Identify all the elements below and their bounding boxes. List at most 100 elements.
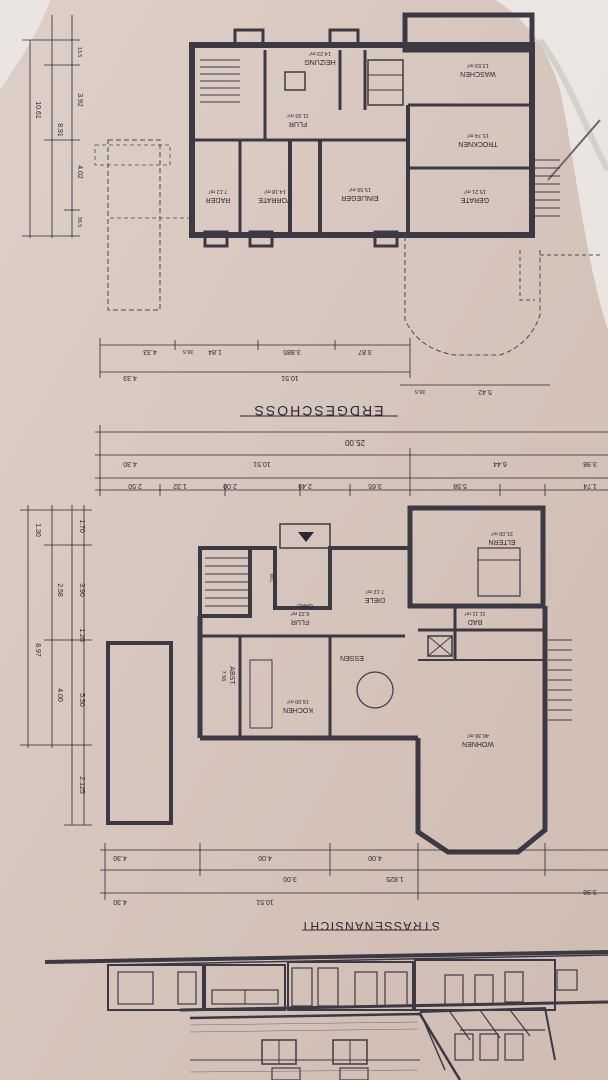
lower-bottom-dimension-labels: 4.30 4.00 4.00 10.51 3.00 1.825 4.30 3.9… — [113, 854, 597, 905]
dim-lower-bottom-1: 4.30 — [113, 854, 127, 861]
dim-lower-bottom-5: 3.00 — [283, 875, 297, 882]
room-area-gerate: 15.21 m² — [464, 188, 486, 194]
room-label-garderobe: GARD — [297, 602, 313, 608]
dim-middle-9: 2.50 — [128, 482, 142, 489]
plastic-sleeve-top-left — [0, 0, 50, 90]
dim-middle-8: 1.32 — [173, 482, 187, 489]
dim-upper-left-6: 13.5 — [76, 47, 82, 58]
plastic-sleeve-top-right — [495, 0, 608, 330]
room-label-trocknen: TROCKNEN — [458, 140, 497, 147]
dim-lower-left-1: 1.30 — [34, 523, 41, 537]
dim-upper-right-1: 5.42 — [478, 388, 492, 395]
dim-lower-bottom-6: 1.825 — [386, 875, 404, 882]
dim-lower-left-2: 2.58 — [56, 583, 63, 597]
room-label-einlieger: EINLIEGER — [341, 194, 378, 201]
dim-lower-bottom-2: 4.00 — [258, 854, 272, 861]
dim-lower-left-7: 5.50 — [78, 693, 85, 707]
dim-middle-2: 6.44 — [493, 460, 507, 467]
room-label-waschen: WASCHEN — [460, 70, 496, 77]
room-label-eltern: ELTERN — [488, 538, 515, 545]
dim-middle-1: 10.51 — [253, 460, 271, 467]
entry-arrow-icon — [298, 532, 314, 542]
room-area-flur-lower: 6.22 m² — [291, 610, 310, 616]
room-label-flur-lower: FLUR — [291, 618, 309, 625]
dim-upper-bottom-5: 10.51 — [281, 374, 299, 381]
dim-upper-right-2: 36.5 — [415, 388, 426, 394]
dim-upper-left-2: 8.91 — [56, 123, 63, 137]
dim-upper-bottom-4: 4.33 — [143, 348, 157, 355]
dim-lower-left-8: 2.125 — [78, 776, 85, 794]
dim-upper-bottom-3: 1.84 — [208, 348, 222, 355]
sleeve-edge-line — [547, 119, 601, 181]
lower-left-dimension-labels: 1.30 2.58 8.97 3.90 1.20 4.00 5.50 2.125… — [34, 519, 85, 794]
upper-bottom-dimension-labels: 3.87 3.885 1.84 4.33 10.51 4.33 36.5 5.4… — [123, 348, 492, 395]
dim-lower-bottom-7: 4.30 — [113, 898, 127, 905]
upper-left-dimension-labels: 3.92 8.91 10.61 4.02 36.5 13.5 — [34, 47, 83, 228]
upper-plan-title: ERDGESCHOSS — [253, 403, 384, 419]
room-label-heizung: HEIZUNG — [304, 58, 336, 65]
room-label-abst: ABST. — [228, 666, 235, 686]
dim-upper-left-4: 4.02 — [76, 165, 83, 179]
dim-lower-bottom-4: 10.51 — [256, 898, 274, 905]
room-area-rader: 7.12 m² — [209, 188, 228, 194]
room-label-vorrate: VORRATE — [258, 196, 292, 203]
lower-room-labels: ELTERN 21.00 m² DIELE 7.12 m² FLUR 6.22 … — [220, 530, 516, 747]
upper-bottom-dimensions — [99, 338, 550, 386]
middle-dimension-labels: 25.00 10.51 6.44 4.30 3.98 5.58 2.49 2.0… — [123, 438, 597, 489]
lower-left-dimensions — [20, 505, 92, 826]
dim-upper-bottom-7: 36.5 — [183, 348, 194, 354]
dim-upper-left-1: 3.92 — [76, 93, 83, 107]
dim-lower-left-6: 4.00 — [56, 688, 63, 702]
room-area-flur: 11.93 m² — [287, 112, 308, 118]
room-label-essen: ESSEN — [340, 654, 364, 661]
room-area-bad: 11.11 m² — [464, 610, 485, 616]
dim-lower-bottom-8: 3.98 — [583, 888, 597, 895]
middle-dimension-chains — [95, 425, 608, 496]
room-area-einlieger: 15.56 m² — [349, 186, 371, 192]
room-area-eltern: 21.00 m² — [491, 530, 513, 536]
dim-middle-10: 1.74 — [583, 482, 597, 489]
upper-floor-plan — [94, 12, 600, 356]
room-area-kochen: 16.00 m² — [287, 698, 309, 704]
room-label-wc: WC — [268, 573, 274, 582]
room-area-heizung: 14.23 m² — [309, 50, 331, 56]
room-label-bad: BAD — [468, 618, 482, 625]
dim-middle-total: 25.00 — [344, 438, 365, 447]
room-label-kochen: KOCHEN — [283, 706, 313, 713]
room-area-abst: 7.56 — [220, 671, 226, 682]
dim-middle-5: 5.58 — [453, 482, 467, 489]
room-label-flur: FLUR — [289, 120, 307, 127]
sleeve-fold — [537, 38, 608, 172]
upper-left-dimensions — [22, 15, 80, 238]
room-label-rader: RADER — [206, 196, 231, 203]
dim-upper-left-5: 36.5 — [76, 217, 82, 228]
dim-middle-3: 4.30 — [123, 460, 137, 467]
dim-lower-left-5: 1.20 — [78, 628, 85, 642]
dim-upper-bottom-1: 3.87 — [358, 348, 372, 355]
room-area-wohnen: 46.36 m² — [467, 732, 489, 738]
dim-upper-bottom-2: 3.885 — [283, 348, 301, 355]
elevation-title: STRASSENANSICHT — [300, 919, 440, 933]
elevation-siding — [189, 1021, 419, 1073]
street-elevation — [44, 950, 608, 1080]
dim-upper-left-3: 10.61 — [34, 101, 41, 119]
room-label-gerate: GERATE — [461, 196, 490, 203]
dim-middle-4: 3.98 — [583, 460, 597, 467]
room-area-vorrate: 14.18 m² — [264, 188, 286, 194]
dim-middle-11: 3.65 — [368, 482, 382, 489]
lower-floor-plan — [106, 505, 572, 855]
room-label-wohnen: WOHNEN — [462, 740, 494, 747]
dim-middle-6: 2.49 — [298, 482, 312, 489]
dim-middle-7: 2.00 — [223, 482, 237, 489]
room-area-waschen: 13.53 m² — [467, 62, 489, 68]
dim-upper-bottom-6: 4.33 — [123, 374, 137, 381]
room-label-diele: DIELE — [365, 596, 386, 603]
dim-lower-bottom-3: 4.00 — [368, 854, 382, 861]
lower-bottom-dimensions — [100, 843, 608, 900]
room-area-diele: 7.12 m² — [366, 588, 385, 594]
dim-lower-left-9: 1.70 — [78, 519, 85, 533]
dim-lower-left-3: 8.97 — [34, 643, 41, 657]
dim-lower-left-4: 3.90 — [78, 583, 85, 597]
